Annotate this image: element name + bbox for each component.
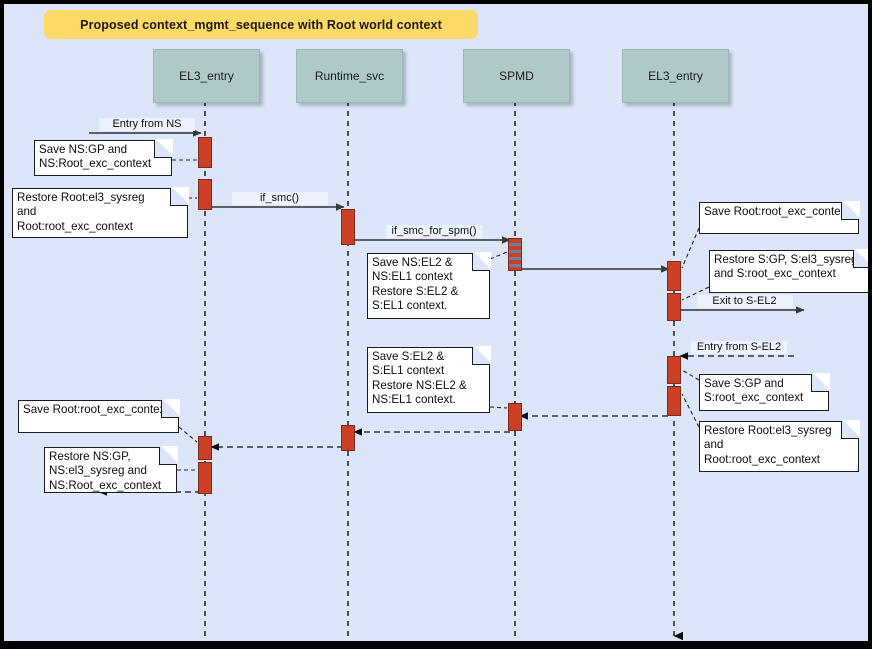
note: Save Root:root_exc_context — [699, 201, 860, 234]
diagram-canvas: Proposed context_mgmt_sequence with Root… — [4, 4, 868, 641]
note-leader-line — [681, 393, 700, 428]
participant-box-0[interactable]: EL3_entry — [153, 49, 260, 103]
note-fold-corner-icon — [841, 420, 860, 439]
participant-label: EL3_entry — [648, 69, 703, 83]
note: Save NS:GP and NS:Root_exc_context — [34, 139, 173, 176]
activation-bar — [667, 293, 681, 321]
note-leader-line — [489, 251, 508, 260]
note-text: Save NS:GP and NS:Root_exc_context — [39, 143, 152, 171]
note-fold-corner-icon — [841, 201, 860, 220]
message-label: Exit to S-EL2 — [696, 295, 793, 308]
activation-bar — [341, 425, 355, 451]
note-fold-corner-icon — [853, 249, 868, 268]
note-fold-corner-icon — [170, 187, 189, 206]
note-fold-fill — [156, 139, 173, 156]
activation-bar — [667, 261, 681, 291]
note-fold-corner-icon — [472, 252, 491, 271]
page-title: Proposed context_mgmt_sequence with Root… — [80, 17, 442, 32]
note-text: Restore NS:GP, NS:el3_sysreg and NS:Root… — [49, 450, 162, 492]
activation-bar — [198, 137, 212, 168]
message-label: Entry from NS — [99, 118, 195, 131]
message-label: if_smc_for_spm() — [386, 225, 482, 238]
note-leader-line — [489, 406, 508, 409]
note-text: Restore S:GP, S:el3_sysreg and S:root_ex… — [714, 253, 858, 281]
activation-bar — [198, 462, 212, 494]
note-leader-line — [681, 227, 700, 269]
note-fold-fill — [172, 187, 189, 204]
note-text: Save S:EL2 & S:EL1 context Restore NS:EL… — [372, 350, 467, 407]
note-text: Save NS:EL2 & NS:EL1 context Restore S:E… — [372, 256, 459, 313]
note-fold-fill — [161, 446, 178, 463]
note-leader-line — [178, 426, 198, 443]
note-leader-line — [681, 286, 710, 301]
activation-bar — [667, 386, 681, 416]
activation-bar — [198, 436, 212, 460]
note-fold-fill — [813, 373, 830, 390]
note-fold-fill — [474, 346, 491, 363]
message-label: Entry from S-EL2 — [691, 341, 787, 354]
note: Save S:EL2 & S:EL1 context Restore NS:EL… — [367, 346, 491, 413]
note-fold-fill — [163, 399, 180, 416]
note-text: Save Root:root_exc_context — [704, 205, 850, 218]
note: Restore Root:el3_sysreg and Root:root_ex… — [12, 187, 189, 238]
participant-box-1[interactable]: Runtime_svc — [296, 49, 403, 103]
note-text: Save Root:root_exc_context — [23, 403, 169, 416]
note: Save S:GP and S:root_exc_context — [699, 373, 830, 411]
note: Restore S:GP, S:el3_sysreg and S:root_ex… — [709, 249, 868, 293]
note-leader-line — [681, 369, 700, 381]
note-text: Restore Root:el3_sysreg and Root:root_ex… — [17, 191, 145, 233]
participant-box-3[interactable]: EL3_entry — [622, 49, 729, 103]
participant-label: SPMD — [499, 69, 534, 83]
participant-label: EL3_entry — [179, 69, 234, 83]
note: Restore Root:el3_sysreg and Root:root_ex… — [699, 420, 860, 472]
note-text: Save S:GP and S:root_exc_context — [704, 377, 804, 405]
note-fold-fill — [474, 252, 491, 269]
activation-bar — [341, 209, 355, 245]
note: Restore NS:GP, NS:el3_sysreg and NS:Root… — [44, 446, 178, 493]
activation-bar — [508, 238, 522, 271]
note-fold-corner-icon — [154, 139, 173, 158]
note-fold-corner-icon — [159, 446, 178, 465]
note-text: Restore Root:el3_sysreg and Root:root_ex… — [704, 424, 832, 466]
note: Save Root:root_exc_context — [18, 399, 180, 433]
note-fold-fill — [855, 249, 868, 266]
note-fold-fill — [843, 420, 860, 437]
note-fold-corner-icon — [161, 399, 180, 418]
connector-layer — [89, 101, 805, 641]
message-label: if_smc() — [231, 192, 328, 205]
activation-bar — [667, 356, 681, 384]
participant-box-2[interactable]: SPMD — [463, 49, 570, 103]
note: Save NS:EL2 & NS:EL1 context Restore S:E… — [367, 252, 491, 319]
activation-bar — [508, 403, 522, 431]
note-fold-corner-icon — [472, 346, 491, 365]
note-fold-corner-icon — [811, 373, 830, 392]
note-fold-fill — [843, 201, 860, 218]
participant-label: Runtime_svc — [314, 69, 385, 83]
activation-bar — [198, 179, 212, 210]
diagram-title-banner: Proposed context_mgmt_sequence with Root… — [44, 10, 478, 39]
